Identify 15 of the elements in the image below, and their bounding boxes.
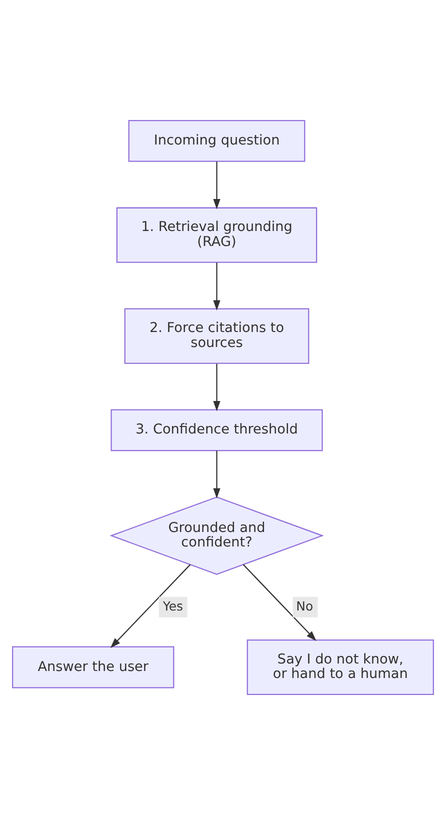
node-box: Answer the user [12,646,174,688]
arrow [242,564,316,640]
node-diamond: Grounded and confident? [110,496,324,574]
edge-label: Yes [162,598,184,613]
node-box: 2. Force citations to sources [124,308,310,364]
arrow [213,262,220,310]
edge-label: No [296,598,314,613]
node-box: 3. Confidence threshold [110,408,323,451]
arrow [213,450,220,498]
arrow [213,363,220,411]
arrow [213,161,220,209]
node-box: Say I do not know, or hand to a human [246,638,434,695]
node-box: 1. Retrieval grounding (RAG) [116,206,318,262]
arrow [110,564,191,648]
node-box: Incoming question [128,119,306,162]
